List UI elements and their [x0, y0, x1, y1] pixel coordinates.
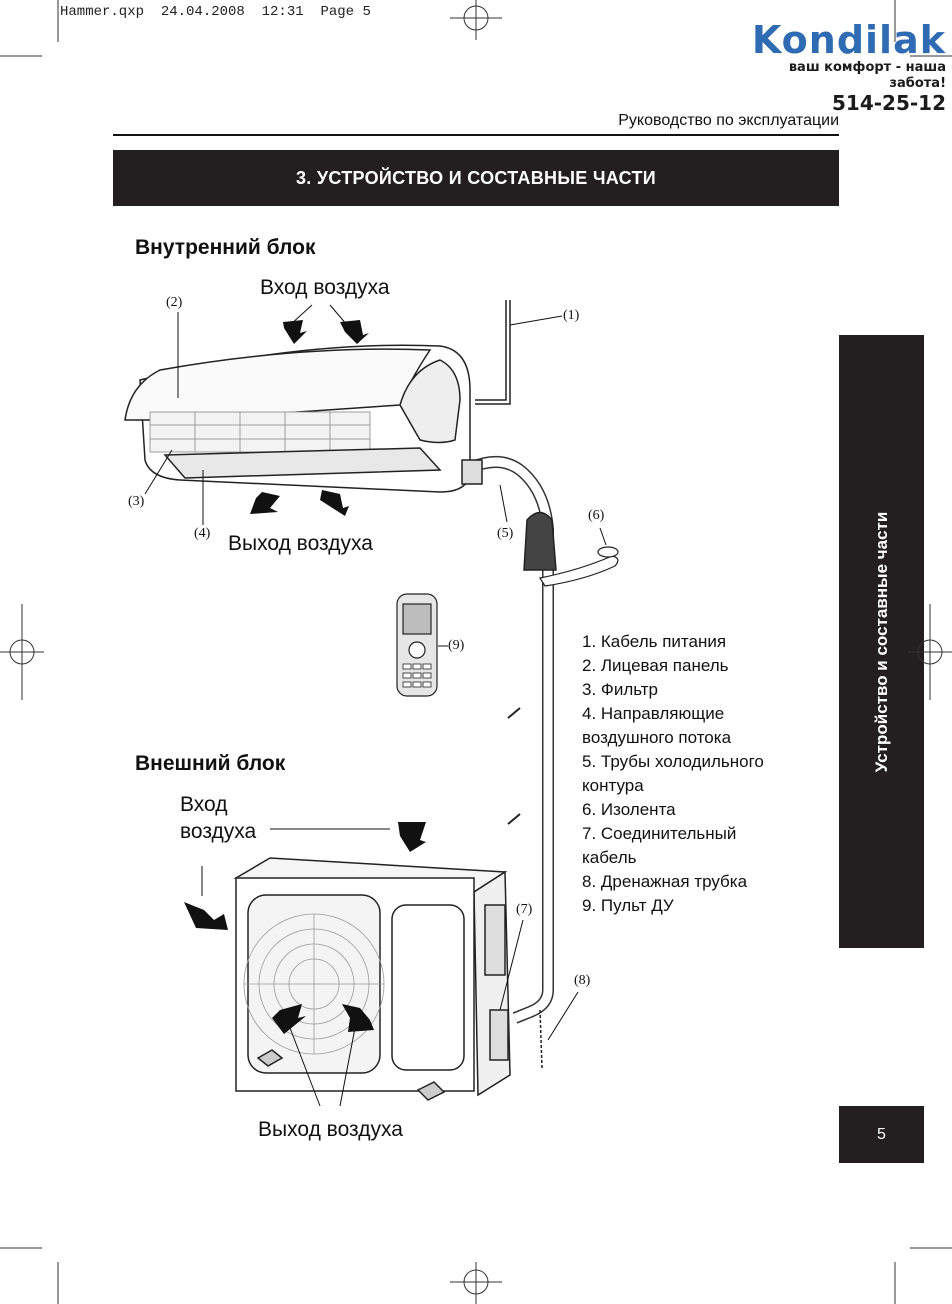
callout-6: (6) — [588, 508, 605, 523]
header-rule — [113, 134, 839, 136]
kondilak-logo: Kondilak ваш комфорт - наша забота! 514-… — [736, 20, 946, 114]
legend-item: 8. Дренажная трубка — [582, 872, 748, 891]
callout-2: (2) — [166, 295, 183, 310]
manual-title: Руководство по эксплуатации — [618, 112, 839, 129]
legend-item: 6. Изолента — [582, 800, 676, 819]
callout-7: (7) — [516, 902, 533, 917]
indoor-air-out-label: Выход воздуха — [228, 532, 373, 555]
side-tab: Устройство и составные части — [839, 335, 924, 948]
indoor-heading: Внутренний блок — [135, 236, 316, 259]
wall-screws — [507, 707, 521, 825]
tape-roll — [597, 546, 619, 558]
outdoor-air-out-label: Выход воздуха — [258, 1118, 403, 1141]
print-header: Hammer.qxp 24.04.2008 12:31 Page 5 — [60, 4, 371, 20]
outdoor-heading: Внешний блок — [135, 752, 286, 775]
outdoor-air-in-label-line2: воздуха — [180, 820, 257, 843]
indoor-air-in-arrows — [283, 320, 369, 344]
section-title: 3. УСТРОЙСТВО И СОСТАВНЫЕ ЧАСТИ — [295, 167, 657, 188]
callout-4: (4) — [194, 526, 211, 541]
legend-item: 3. Фильтр — [582, 680, 659, 699]
section-title-bar: 3. УСТРОЙСТВО И СОСТАВНЫЕ ЧАСТИ — [113, 150, 839, 206]
outdoor-air-out-arrows — [272, 1004, 374, 1034]
indoor-air-out-arrows — [250, 490, 349, 516]
callout-1: (1) — [563, 308, 580, 323]
power-cable — [475, 300, 511, 405]
remote-control — [396, 593, 438, 697]
legend-item: контура — [582, 776, 644, 795]
legend-item: воздушного потока — [582, 728, 732, 747]
logo-phone: 514-25-12 — [831, 91, 946, 115]
logo-slogan: ваш комфорт - наша забота! — [788, 60, 946, 91]
legend-item: 7. Соединительный — [582, 824, 737, 843]
legend-item: 5. Трубы холодильного — [582, 752, 764, 771]
indoor-air-in-label: Вход воздуха — [260, 276, 390, 299]
page-number-text: 5 — [877, 1125, 886, 1143]
indoor-unit — [124, 344, 471, 493]
drain-pipe — [539, 1009, 543, 1069]
logo-name: Kondilak — [751, 18, 946, 62]
indoor-filter-grid — [149, 411, 371, 453]
outdoor-air-in-label-line1: Вход — [180, 793, 228, 816]
legend-item: 2. Лицевая панель — [582, 656, 729, 675]
callout-9: (9) — [448, 638, 465, 653]
callout-8: (8) — [574, 973, 591, 988]
legend-item: 1. Кабель питания — [582, 632, 727, 651]
legend-item: 9. Пульт ДУ — [582, 896, 674, 915]
legend-item: кабель — [582, 848, 637, 867]
parts-legend: 1. Кабель питания 2. Лицевая панель 3. Ф… — [582, 630, 764, 918]
pipe-bundle — [461, 456, 557, 1024]
legend-item: 4. Направляющие — [582, 704, 725, 723]
outdoor-air-in-arrows — [184, 822, 426, 930]
callout-3: (3) — [128, 494, 145, 509]
callout-5: (5) — [497, 526, 514, 541]
insulation-tape — [539, 555, 619, 587]
callout-leaders — [144, 312, 607, 1011]
outdoor-unit — [233, 857, 511, 1101]
page-number: 5 — [839, 1106, 924, 1163]
